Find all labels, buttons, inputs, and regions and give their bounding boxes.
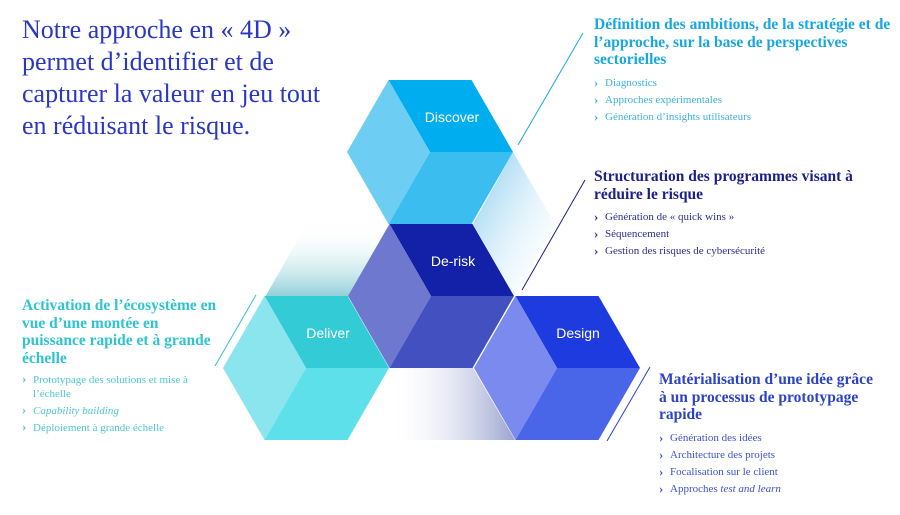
connector-gradient-bottom — [388, 368, 515, 440]
deliver-item: Capability building — [22, 403, 222, 418]
derisk-heading: Structuration des programmes visant à ré… — [594, 168, 853, 203]
design-item-prefix: Approches — [670, 482, 721, 495]
derisk-item: Gestion des risques de cybersécurité — [594, 242, 854, 260]
design-item: Approches test and learn — [659, 480, 879, 498]
hexagon-discover-bottom-face — [388, 152, 513, 224]
hex-label-deliver: Deliver — [306, 325, 350, 341]
discover-item: Diagnostics — [594, 74, 894, 92]
discover-heading: Définition des ambitions, de la stratégi… — [594, 16, 891, 68]
design-item-italic: test and learn — [720, 482, 781, 495]
hex-label-design: Design — [556, 325, 600, 341]
design-heading: Matérialisation d’une idée grâce à un pr… — [659, 371, 873, 423]
hexagon-derisk-bottom-face — [389, 296, 514, 368]
connector-line-discover — [517, 32, 584, 146]
connector-line-deliver — [214, 294, 257, 367]
discover-item: Génération d’insights utilisateurs — [594, 108, 894, 126]
design-description: Matérialisation d’une idée grâce à un pr… — [659, 371, 879, 498]
discover-item: Approches expérimentales — [594, 91, 894, 109]
hexagon-deliver-bottom-face — [264, 368, 389, 440]
derisk-item: Génération de « quick wins » — [594, 208, 854, 226]
connector-gradient-left — [265, 224, 390, 297]
discover-description: Définition des ambitions, de la stratégi… — [594, 16, 894, 126]
design-item: Génération des idées — [659, 429, 879, 447]
hexagon-design-bottom-face — [515, 368, 640, 440]
deliver-description: Activation de l’écosystème en vue d’une … — [22, 297, 222, 438]
connector-line-derisk — [521, 179, 586, 291]
design-item: Focalisation sur le client — [659, 463, 879, 481]
design-item: Architecture des projets — [659, 446, 879, 464]
deliver-item: Déploiement à grande échelle — [22, 420, 222, 435]
connector-gradient-right — [473, 152, 555, 297]
deliver-heading: Activation de l’écosystème en vue d’une … — [22, 297, 217, 367]
hex-label-derisk: De-risk — [431, 253, 476, 269]
connector-line-design — [606, 366, 651, 442]
deliver-item: Prototypage des solutions et mise à l’éc… — [22, 372, 222, 401]
derisk-item: Séquencement — [594, 225, 854, 243]
derisk-description: Structuration des programmes visant à ré… — [594, 168, 854, 260]
hex-label-discover: Discover — [425, 109, 480, 125]
page-title: Notre approche en « 4D » permet d’identi… — [22, 15, 321, 140]
